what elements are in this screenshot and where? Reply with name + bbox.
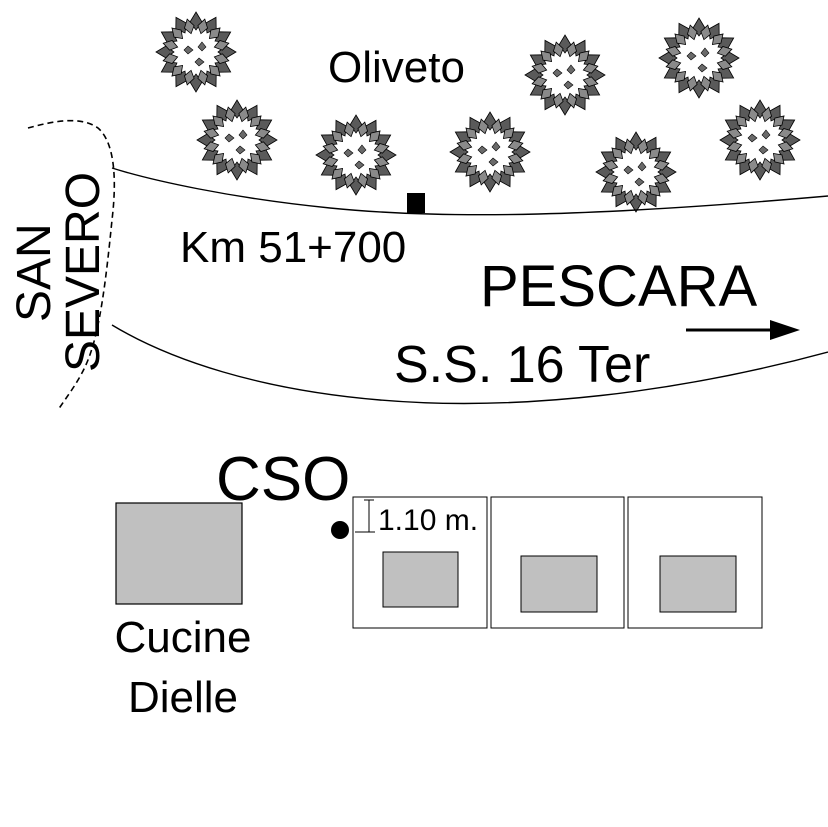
cso-building-2 [520, 555, 598, 613]
olive-tree-icon [524, 34, 606, 116]
distance-label: 1.10 m. [378, 504, 478, 537]
olive-tree-icon [315, 114, 397, 196]
cso-building-1 [382, 551, 459, 608]
distance-dimension [355, 499, 375, 533]
dot-marker-icon [331, 521, 349, 539]
oliveto-label: Oliveto [328, 43, 465, 92]
road-edge-north [111, 167, 828, 216]
olive-tree-icon [658, 17, 740, 99]
severo-label: SEVERO [57, 172, 110, 372]
san-label: SAN [8, 223, 61, 322]
olive-tree-icon [449, 111, 531, 193]
olive-grove [155, 11, 801, 213]
olive-tree-icon [155, 11, 237, 93]
cso-buildings [352, 496, 763, 629]
km-label: Km 51+700 [180, 223, 406, 272]
arrow-right-icon [686, 320, 800, 340]
cucine-label-line2: Dielle [128, 673, 238, 722]
cucine-dielle-building [115, 502, 243, 605]
san-severo-boundary [27, 119, 116, 411]
cucine-label-line1: Cucine [115, 613, 252, 662]
road-name-label: S.S. 16 Ter [394, 336, 650, 394]
olive-tree-icon [719, 99, 801, 181]
olive-tree-icon [595, 131, 677, 213]
square-marker-icon [407, 193, 425, 213]
cso-building-3 [659, 555, 737, 613]
olive-tree-icon [196, 99, 278, 181]
pescara-label: PESCARA [480, 254, 758, 319]
road-edge-south [111, 324, 828, 405]
